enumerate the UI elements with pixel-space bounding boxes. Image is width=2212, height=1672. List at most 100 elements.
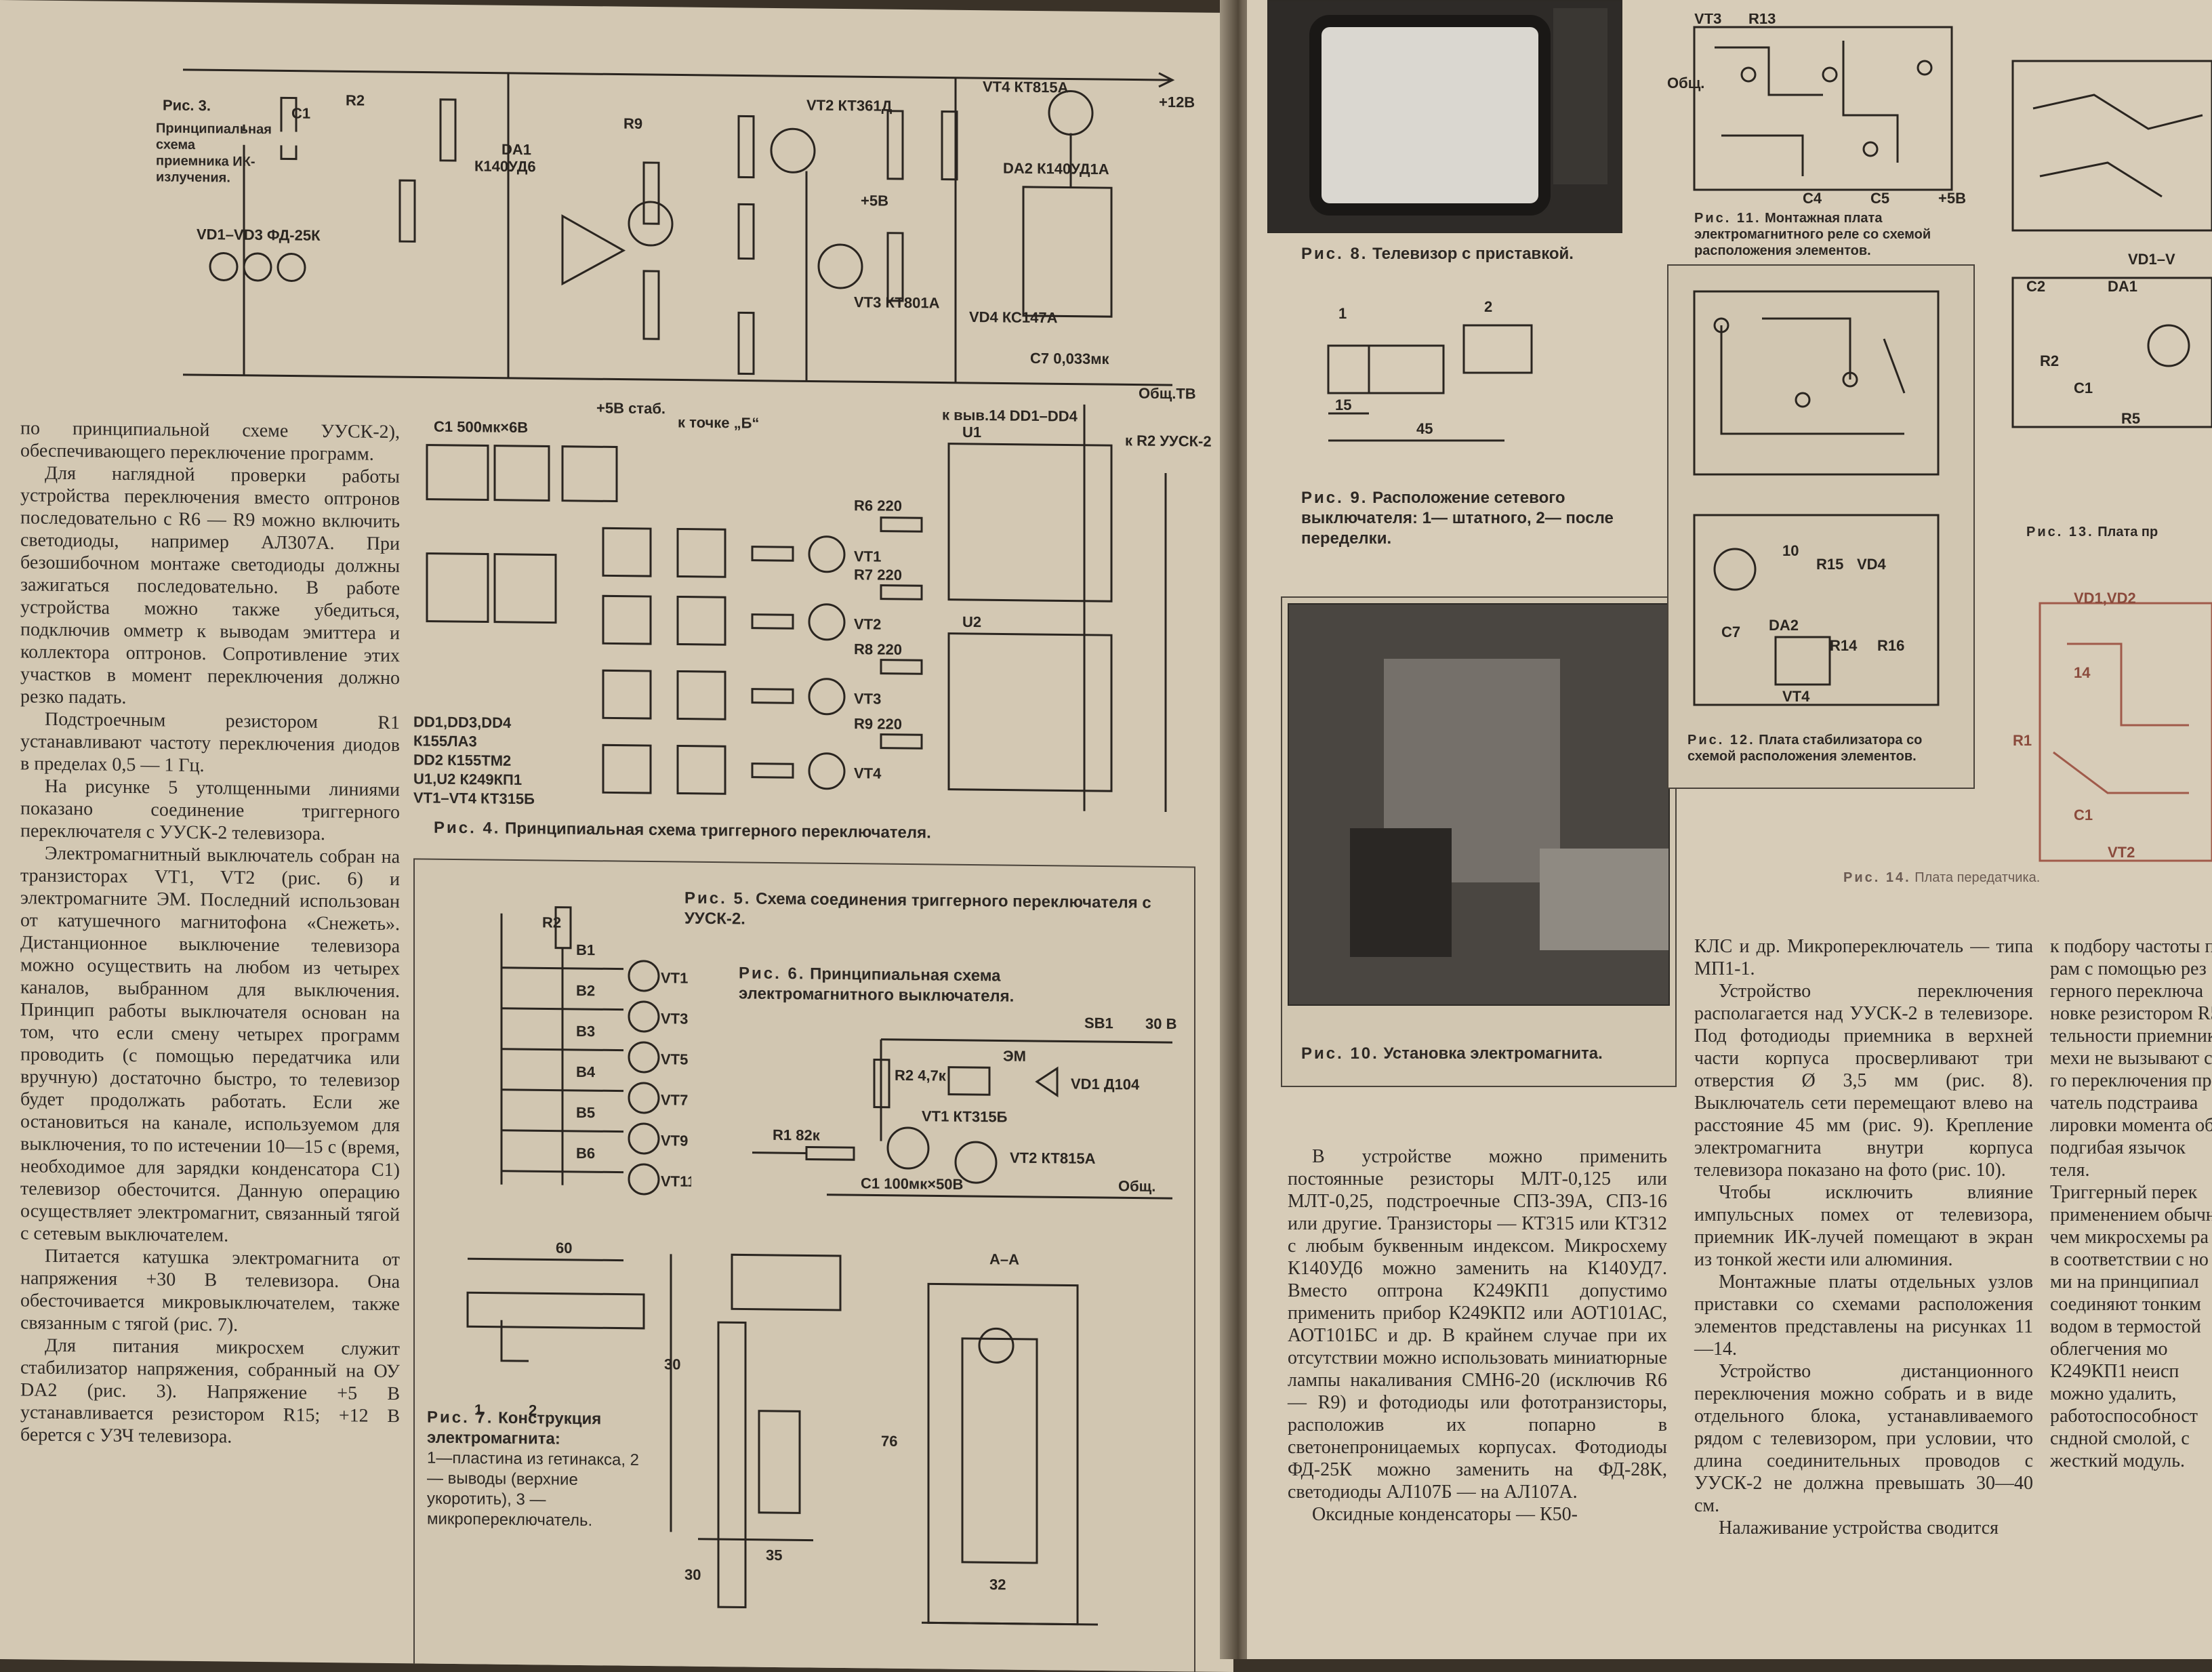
fig12-caption-text: Плата стабилизатора со схемой расположен…	[1687, 733, 1923, 764]
line: Триггерный перек	[2050, 1182, 2198, 1203]
fig9-switch-location: 1 2 15 45	[1327, 298, 1533, 442]
fig12-r14: R14	[1830, 637, 1858, 654]
fig7-1: 1	[474, 1401, 483, 1418]
fig6-vt2: VT2 КТ815А	[1010, 1149, 1096, 1167]
fig3-caption-label: Рис. 3.	[163, 97, 211, 115]
fig6-em: ЭМ	[1003, 1047, 1026, 1064]
fig4-part: DD1,DD3,DD4 К155ЛА3	[413, 713, 512, 750]
paragraph: по принципиальной схеме УУСК-2), обеспеч…	[20, 417, 400, 465]
fig5-caption-text: Схема соединения триггерного переключате…	[684, 889, 1151, 929]
fig3-5v: +5В	[861, 192, 888, 209]
paragraph: Чтобы исключить влияние импульсных помех…	[1694, 1182, 2033, 1270]
fig6-caption-label: Рис. 6.	[739, 964, 806, 983]
text-column-4: к подбору частоты пере рам с помощью рез…	[2050, 935, 2212, 1472]
fig7-section: А–А	[989, 1250, 1019, 1267]
photo-bracket	[1350, 828, 1452, 957]
fig7-dim-76: 76	[881, 1433, 897, 1450]
line: мехи не вызывают с	[2050, 1048, 2212, 1069]
fig5-vt7: VT7	[661, 1091, 688, 1108]
fig4-u1: U1	[962, 424, 981, 441]
fig7-dim-35: 35	[766, 1547, 782, 1564]
fig7-dim-60: 60	[556, 1240, 572, 1257]
fig7-dim-32: 32	[989, 1576, 1006, 1593]
fig4-vt2: VT2	[854, 615, 881, 632]
fig12-caption-label: Рис. 12.	[1687, 733, 1755, 748]
fig3-vt4: VT4 КТ815А	[983, 78, 1069, 96]
line: сндной смолой, с	[2050, 1428, 2190, 1449]
fig7-caption: Рис. 7. Конструкция электромагнита: 1—пл…	[427, 1408, 644, 1532]
paragraph: Питается катушка электромагнита от напря…	[20, 1245, 400, 1336]
line: можно удалить,	[2050, 1383, 2177, 1404]
fig3-caption: Принципиальная схема приемника ИК-излуче…	[156, 120, 272, 186]
fig6-c1: C1 100мк×50В	[861, 1175, 963, 1193]
fig7-dim-30a: 30	[664, 1355, 680, 1372]
line: го переключения пр	[2050, 1070, 2212, 1091]
fig4-part: VT1–VT4 КТ315Б	[413, 789, 535, 808]
line: К249КП1 неисп	[2050, 1361, 2179, 1382]
fig6-r1: R1 82к	[773, 1126, 821, 1144]
fig14-c1: C1	[2074, 807, 2093, 823]
fig4-part: DD2 К155ТМ2	[413, 751, 512, 769]
photo-plate	[1540, 849, 1668, 950]
fig11-5v: +5В	[1938, 190, 1966, 207]
fig7-caption-label: Рис. 7.	[427, 1408, 494, 1427]
line: чатель подстраива	[2050, 1093, 2198, 1114]
fig3-r2: R2	[346, 91, 365, 108]
right-page: Рис. 8. Телевизор с приставкой. 1 2 15 4…	[1247, 0, 2212, 1659]
fig4-5v: +5В стаб.	[596, 399, 665, 417]
fig12-r16: R16	[1877, 637, 1904, 654]
fig5-vt3: VT3	[661, 1010, 688, 1027]
fig3-vd4: VD4 КС147А	[969, 308, 1058, 326]
fig12-r15: R15	[1816, 556, 1843, 573]
fig4-point: к точке „Б“	[678, 413, 759, 431]
fig3-r9: R9	[623, 115, 642, 132]
fig4-r9: R9 220	[854, 715, 902, 733]
paragraph: Устройство дистанционного переключения м…	[1694, 1361, 2033, 1516]
fig13-caption: Рис. 13. Плата пр	[2026, 522, 2212, 542]
fig12-c7: C7	[1721, 624, 1740, 640]
paragraph: На рисунке 5 утолщенными линиями показан…	[20, 775, 400, 845]
fig7-electromagnet-drawing: 60 А–А 1 2 30 76 30 35 32	[466, 1240, 1098, 1626]
fig6-gnd: Общ.	[1118, 1177, 1155, 1195]
fig6-caption: Рис. 6. Принципиальная схема электромагн…	[739, 963, 1159, 1008]
fig4-vt1: VT1	[854, 548, 881, 565]
fig11-r13: R13	[1748, 14, 1776, 27]
paragraph: Для питания микросхем служит стабилизато…	[20, 1334, 400, 1448]
fig13-receiver-board: VD1–V C2 DA1 R2 C1 R5	[2011, 60, 2212, 428]
line: теля.	[2050, 1160, 2090, 1181]
fig3-vt3: VT3 КТ801А	[854, 293, 940, 311]
fig4-part: U1,U2 К249КП1	[413, 770, 523, 789]
fig9-label-1: 1	[1338, 305, 1347, 322]
fig12-caption: Рис. 12. Плата стабилизатора со схемой р…	[1687, 732, 1959, 764]
tv-panel	[1553, 8, 1607, 184]
fig3-caption-text: Принципиальная схема приемника ИК-излуче…	[156, 121, 272, 186]
text-column-3: КЛС и др. Микропереключатель — типа МП1-…	[1694, 935, 2033, 1539]
line: соединяют тонким	[2050, 1294, 2201, 1315]
paragraph: Монтажные платы отдельных узлов приставк…	[1694, 1271, 2033, 1360]
fig5-r2: R2	[542, 914, 561, 931]
fig4-u2: U2	[962, 613, 981, 630]
fig5-caption: Рис. 5. Схема соединения триггерного пер…	[684, 889, 1159, 934]
fig10-caption-label: Рис. 10.	[1301, 1044, 1379, 1063]
fig14-caption-text: Плата передатчика.	[1914, 870, 2041, 885]
paragraph: Электромагнитный выключатель собран на т…	[20, 842, 400, 1246]
fig13-da1: DA1	[2108, 278, 2137, 295]
fig5-b4: B4	[576, 1063, 596, 1080]
paragraph: Налаживание устройства сводится	[1719, 1517, 1999, 1538]
fig10-caption: Рис. 10. Установка электромагнита.	[1301, 1044, 1667, 1064]
fig11-vt3: VT3	[1694, 14, 1721, 27]
fig6-30v: 30 В	[1145, 1015, 1176, 1032]
fig12-vt4: VT4	[1782, 688, 1810, 705]
line: подгибая язычок	[2050, 1137, 2186, 1158]
tv-screen	[1309, 15, 1551, 216]
fig13-c1: C1	[2074, 380, 2093, 396]
line: новке резистором R5	[2050, 1003, 2212, 1024]
fig4-r6: R6 220	[854, 497, 902, 514]
fig13-vd: VD1–V	[2128, 251, 2175, 268]
fig13-c2: C2	[2026, 278, 2045, 295]
fig3-gnd: Общ.ТВ	[1139, 385, 1196, 403]
fig14-vt2: VT2	[2108, 844, 2135, 861]
fig3-da2: DA2 К140УД1А	[1003, 159, 1109, 178]
fig12-frame	[1667, 264, 1975, 789]
fig4-caption-label: Рис. 4.	[434, 818, 501, 838]
